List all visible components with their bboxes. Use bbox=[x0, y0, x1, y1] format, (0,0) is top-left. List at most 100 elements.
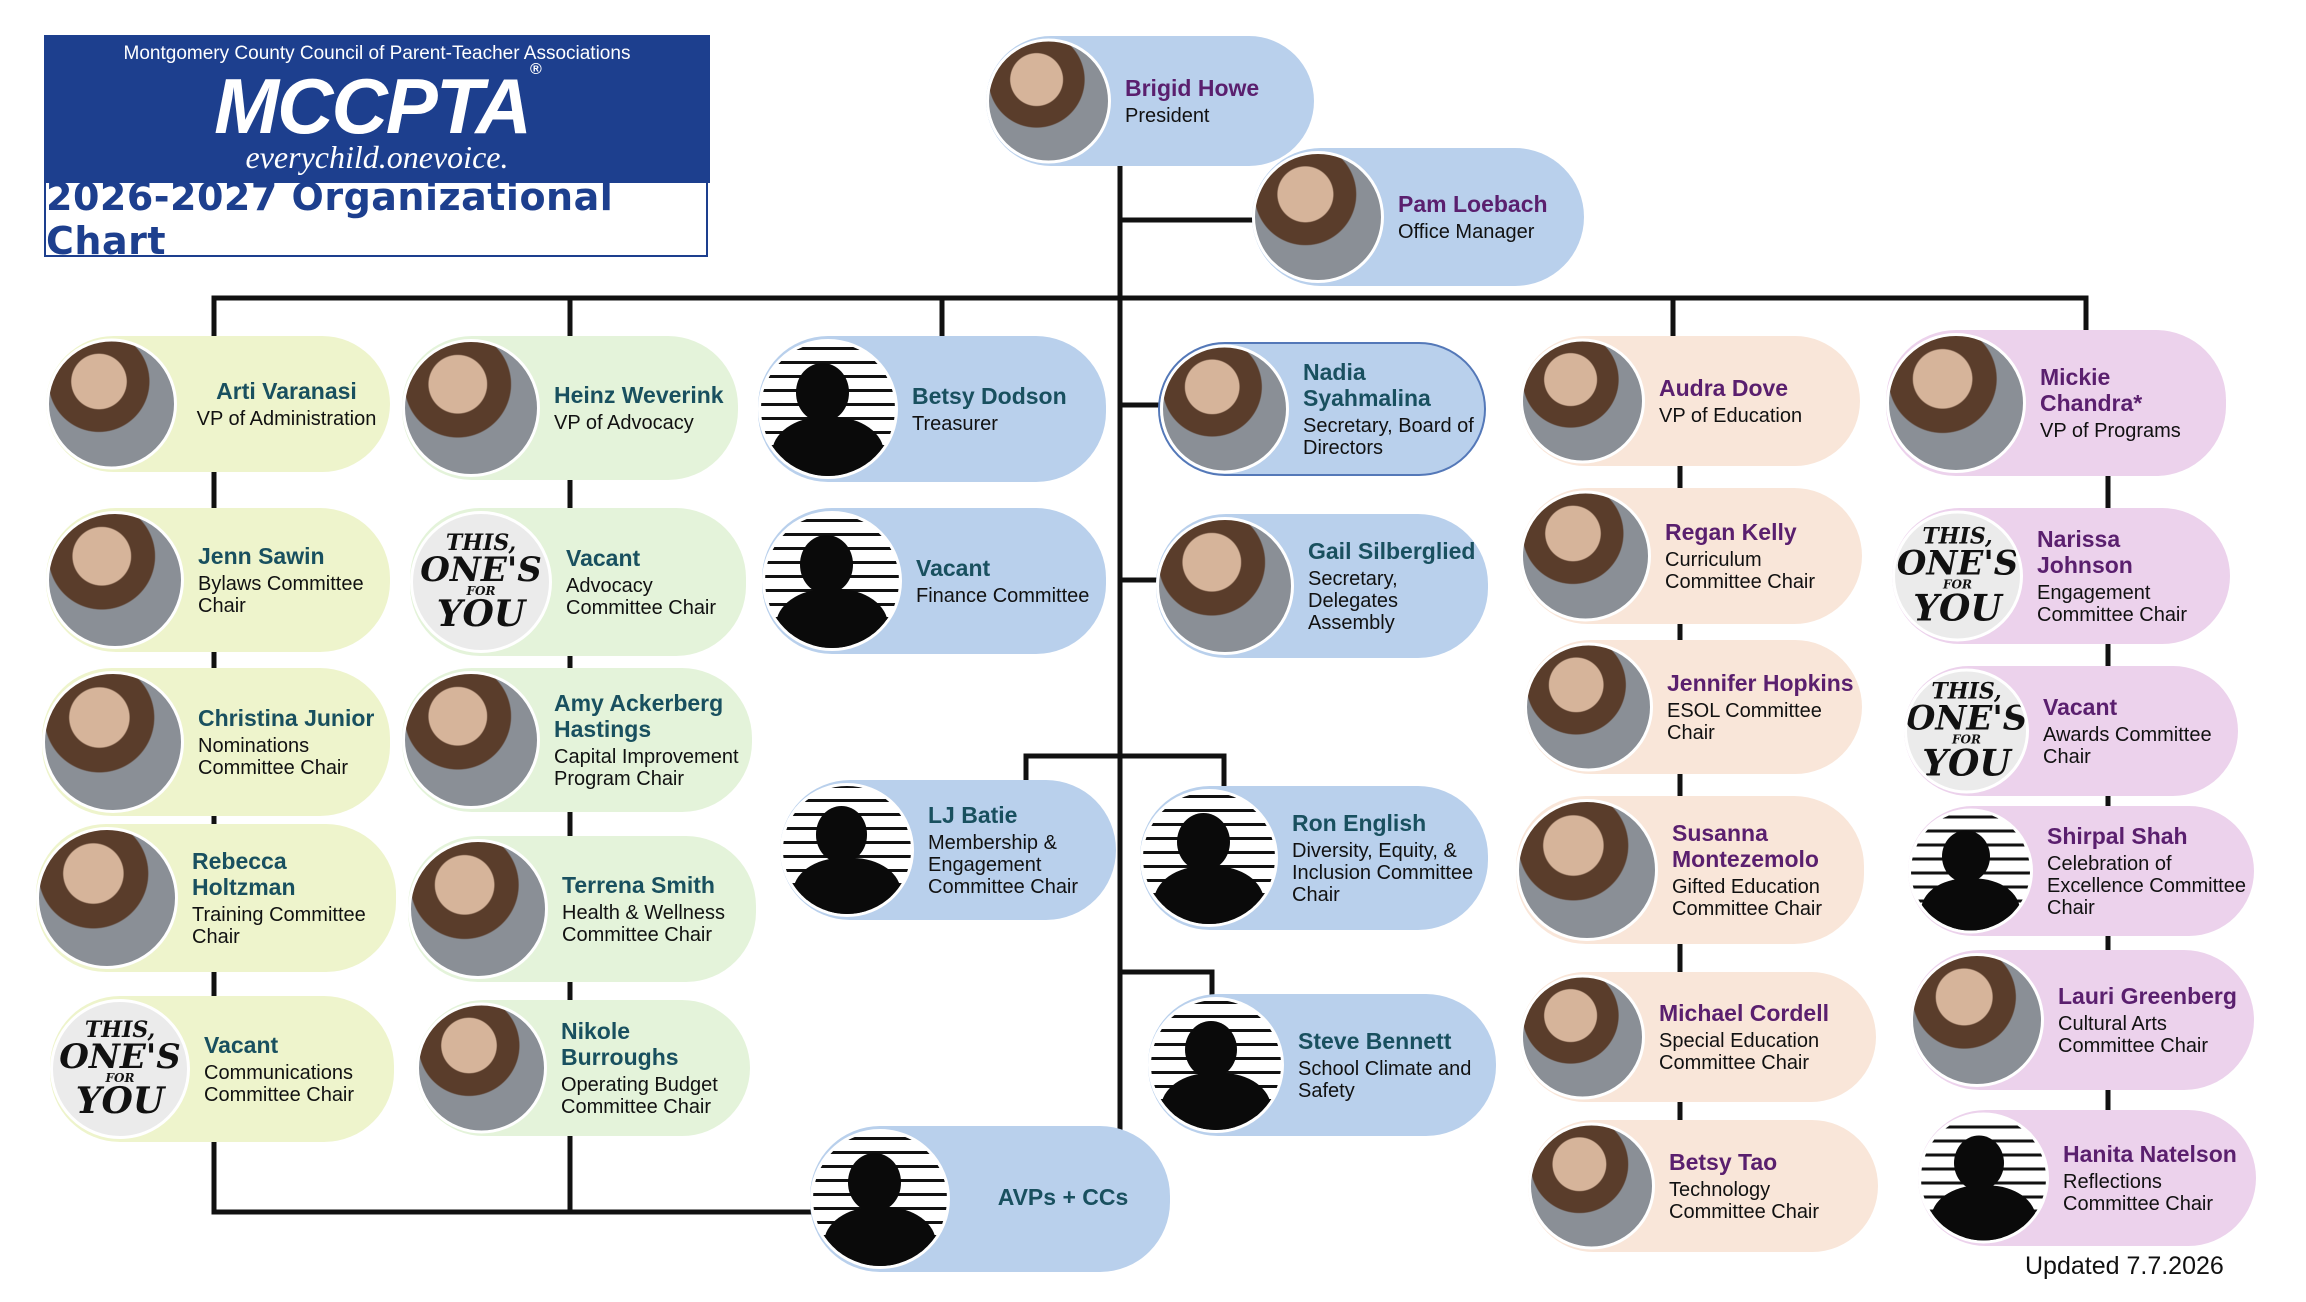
member-role: School Climate and Safety bbox=[1298, 1058, 1472, 1102]
member-role: Capital Improvement Program Chair bbox=[554, 746, 739, 790]
badge-text-4: YOU bbox=[436, 593, 526, 636]
member-role: Reflections Committee Chair bbox=[2063, 1171, 2214, 1215]
avatar bbox=[402, 339, 540, 477]
member-name: Steve Bennett bbox=[1298, 1028, 1452, 1054]
member-name: Vacant bbox=[2043, 694, 2118, 720]
member-name: Amy Ackerberg Hastings bbox=[554, 690, 724, 742]
badge-text-4: YOU bbox=[1913, 587, 2002, 630]
member-role: Diversity, Equity, & Inclusion Committee… bbox=[1292, 840, 1474, 906]
avatar bbox=[402, 671, 540, 809]
member-role: Technology Committee Chair bbox=[1669, 1179, 1820, 1223]
member-name: Nadia Syahmalina bbox=[1303, 359, 1431, 411]
member-name: Terrena Smith bbox=[562, 872, 715, 898]
avatar bbox=[1160, 344, 1289, 474]
updated-date: Updated 7.7.2026 bbox=[2025, 1252, 2224, 1280]
member-name: Jennifer Hopkins bbox=[1667, 670, 1854, 696]
member-role: Nominations Committee Chair bbox=[198, 735, 349, 779]
avatar bbox=[46, 338, 177, 470]
silhouette-avatar bbox=[1908, 808, 2033, 934]
logo-text: MCCPTA bbox=[214, 62, 532, 150]
avatar bbox=[1520, 974, 1645, 1100]
member-name: LJ Batie bbox=[928, 802, 1018, 828]
chart-title-box: 2026-2027 Organizational Chart bbox=[44, 175, 708, 263]
member-name: Pam Loebach bbox=[1398, 191, 1548, 217]
member-role: Membership & Engagement Committee Chair bbox=[928, 832, 1079, 898]
member-name: Jenn Sawin bbox=[198, 543, 325, 569]
member-name: Nikole Burroughs bbox=[561, 1018, 679, 1070]
badge-text-2: ONE'S bbox=[1905, 698, 2028, 739]
member-name: Gail Silberglied bbox=[1308, 538, 1476, 564]
card-avps-ccs: AVPs + CCs bbox=[810, 1126, 1170, 1272]
member-role: Special Education Committee Chair bbox=[1659, 1030, 1820, 1074]
member-role: Cultural Arts Committee Chair bbox=[2058, 1013, 2209, 1057]
avatar bbox=[1886, 333, 2026, 473]
member-name: AVPs + CCs bbox=[997, 1184, 1129, 1210]
avatar bbox=[46, 511, 184, 649]
silhouette-avatar bbox=[1140, 789, 1278, 927]
member-role: Office Manager bbox=[1398, 221, 1535, 243]
avatar bbox=[1252, 151, 1384, 283]
member-role: Secretary, Board of Directors bbox=[1303, 415, 1474, 459]
avatar bbox=[1910, 953, 2044, 1087]
badge-text-2: ONE'S bbox=[1896, 543, 2019, 584]
badge-text-1: THIS, bbox=[1931, 678, 2002, 705]
avatar bbox=[416, 1002, 547, 1134]
member-role: ESOL Committee Chair bbox=[1667, 700, 1822, 744]
member-role: Operating Budget Committee Chair bbox=[561, 1074, 718, 1118]
member-name: Betsy Tao bbox=[1669, 1149, 1778, 1175]
member-name: Brigid Howe bbox=[1125, 75, 1260, 101]
member-role: Communications Committee Chair bbox=[204, 1062, 355, 1106]
member-name: Susanna Montezemolo bbox=[1672, 820, 1819, 872]
logo-wordmark: MCCPTA® bbox=[44, 61, 710, 152]
avatar bbox=[408, 839, 548, 979]
mccpta-logo: Montgomery County Council of Parent-Teac… bbox=[44, 35, 710, 183]
card-vp-administration: Arti Varanasi VP of Administration bbox=[46, 336, 390, 472]
member-role: Secretary, Delegates Assembly bbox=[1308, 568, 1399, 634]
member-name: Mickie Chandra* bbox=[2040, 364, 2143, 416]
badge-text-4: YOU bbox=[75, 1080, 165, 1123]
silhouette-avatar bbox=[1918, 1112, 2049, 1244]
member-name: Vacant bbox=[916, 555, 991, 581]
avatar bbox=[1156, 517, 1294, 655]
member-role: President bbox=[1125, 105, 1210, 127]
member-name: Narissa Johnson bbox=[2037, 526, 2133, 578]
badge-text-3: FOR bbox=[466, 583, 496, 598]
avatar bbox=[42, 671, 184, 813]
member-name: Hanita Natelson bbox=[2063, 1141, 2237, 1167]
tagline: everychild.onevoice. bbox=[245, 139, 509, 175]
member-role: VP of Administration bbox=[196, 408, 377, 430]
member-name: Arti Varanasi bbox=[216, 378, 357, 404]
